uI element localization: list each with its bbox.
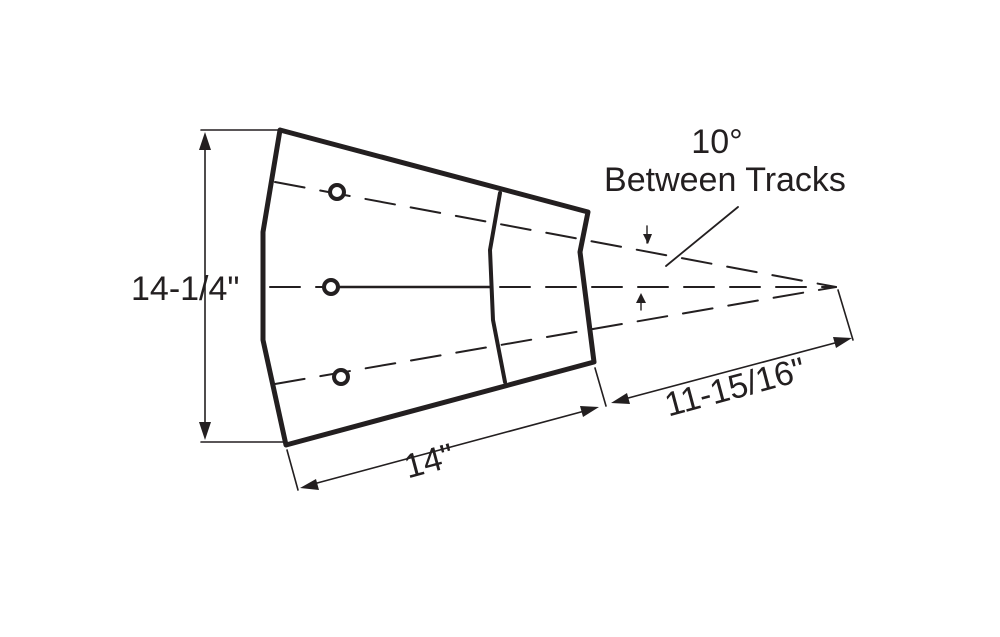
track-centerlines [269,181,837,385]
arrowheads [199,132,852,490]
middle-bolt-hole [322,278,340,296]
angle-value-label: 10° [691,123,742,161]
upper-track-centerline [274,181,837,288]
lower-angle-arrow [636,293,646,303]
length-arrow-left [300,479,319,490]
height-arrow-bottom [199,422,211,440]
extension-dimension [616,289,854,402]
height-arrow-top [199,132,211,150]
angle-caption-label: Between Tracks [604,161,846,199]
length-dimension-line [305,408,593,487]
height-dimension-label: 14-1/4" [131,270,239,308]
extension-dimension-label: 11-15/16" [661,350,810,424]
lower-track-centerline [274,286,837,385]
apex-extension-line [837,289,854,341]
trapezoid-outline [260,127,597,448]
angle-leader-line [665,206,739,267]
upper-angle-arrow [643,234,652,244]
upper-bolt-hole [328,183,346,201]
extension-arrow-left [611,393,630,404]
length-dimension [286,367,607,491]
length-dimension-label: 14" [400,437,458,487]
height-dimension [200,129,285,443]
extension-arrow-right [833,337,852,348]
lower-bolt-hole [332,368,350,386]
inner-divider [488,191,507,384]
extension-dimension-line [616,339,847,402]
length-extension-left [286,449,299,491]
length-extension-right [594,367,607,407]
length-arrow-right [580,406,599,417]
